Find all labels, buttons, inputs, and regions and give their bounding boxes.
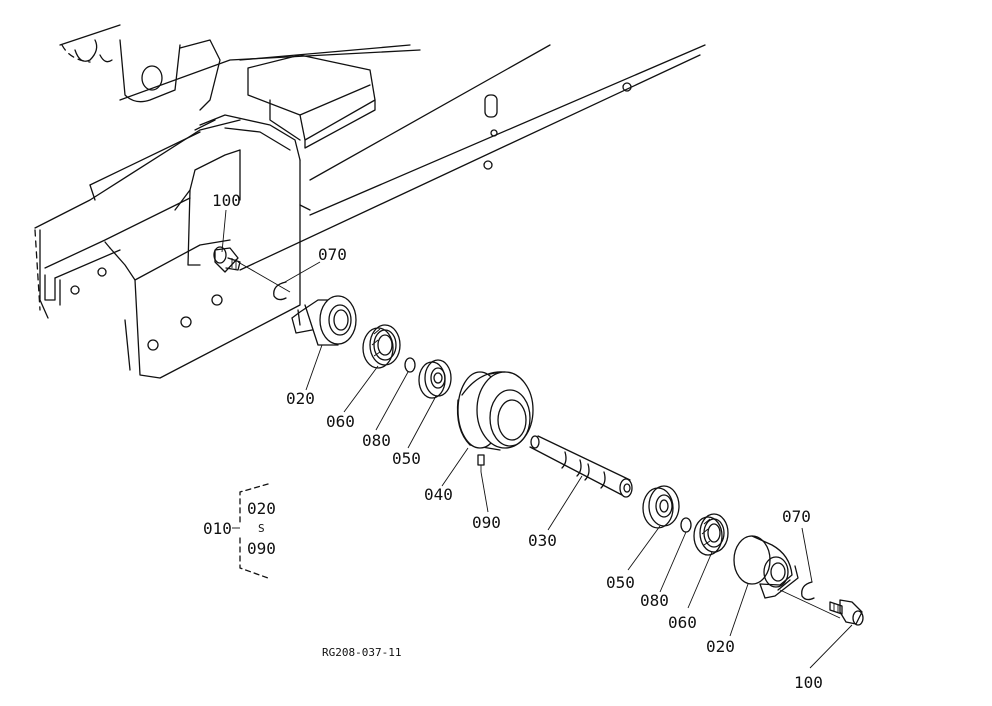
bolt-100-bottom — [829, 599, 864, 626]
assembly-id: 010 — [203, 519, 232, 538]
exploded-axis-right — [779, 589, 841, 619]
assembly-range-to: 090 — [247, 539, 276, 558]
assembly-range-from: 020 — [247, 499, 276, 518]
seal-060-right — [693, 513, 729, 556]
plug-090 — [477, 454, 485, 472]
circlip-070-top — [273, 281, 287, 301]
label-070-top: 070 — [318, 245, 347, 264]
label-020-left: 020 — [286, 389, 315, 408]
bolt-100-top — [213, 246, 241, 273]
label-050-left: 050 — [392, 449, 421, 468]
collar-020-right — [733, 535, 799, 599]
seal-060-left — [362, 324, 401, 369]
label-040: 040 — [424, 485, 453, 504]
label-060-left: 060 — [326, 412, 355, 431]
bearing-050-left — [418, 359, 452, 399]
circlip-070-right — [801, 581, 815, 601]
label-060-right: 060 — [668, 613, 697, 632]
oring-080-left — [404, 357, 416, 373]
assembly-range-symbol: S — [258, 522, 265, 535]
collar-020-left — [291, 295, 357, 346]
label-070-right: 070 — [782, 507, 811, 526]
label-050-right: 050 — [606, 573, 635, 592]
drawing-code: RG208-037-11 — [322, 646, 401, 659]
bearing-050-right — [642, 485, 680, 529]
label-080-left: 080 — [362, 431, 391, 450]
shaft-030 — [529, 435, 633, 498]
label-080-right: 080 — [640, 591, 669, 610]
oring-080-right — [680, 517, 692, 533]
leader-lines — [221, 209, 853, 669]
label-030: 030 — [528, 531, 557, 550]
roller-040 — [456, 371, 534, 451]
label-090: 090 — [472, 513, 501, 532]
exploded-axis-left — [237, 261, 291, 293]
label-100-top: 100 — [212, 191, 241, 210]
assembly-bracket — [232, 483, 269, 579]
label-020-right: 020 — [706, 637, 735, 656]
track-frame — [34, 24, 706, 379]
label-100-bottom: 100 — [794, 673, 823, 692]
